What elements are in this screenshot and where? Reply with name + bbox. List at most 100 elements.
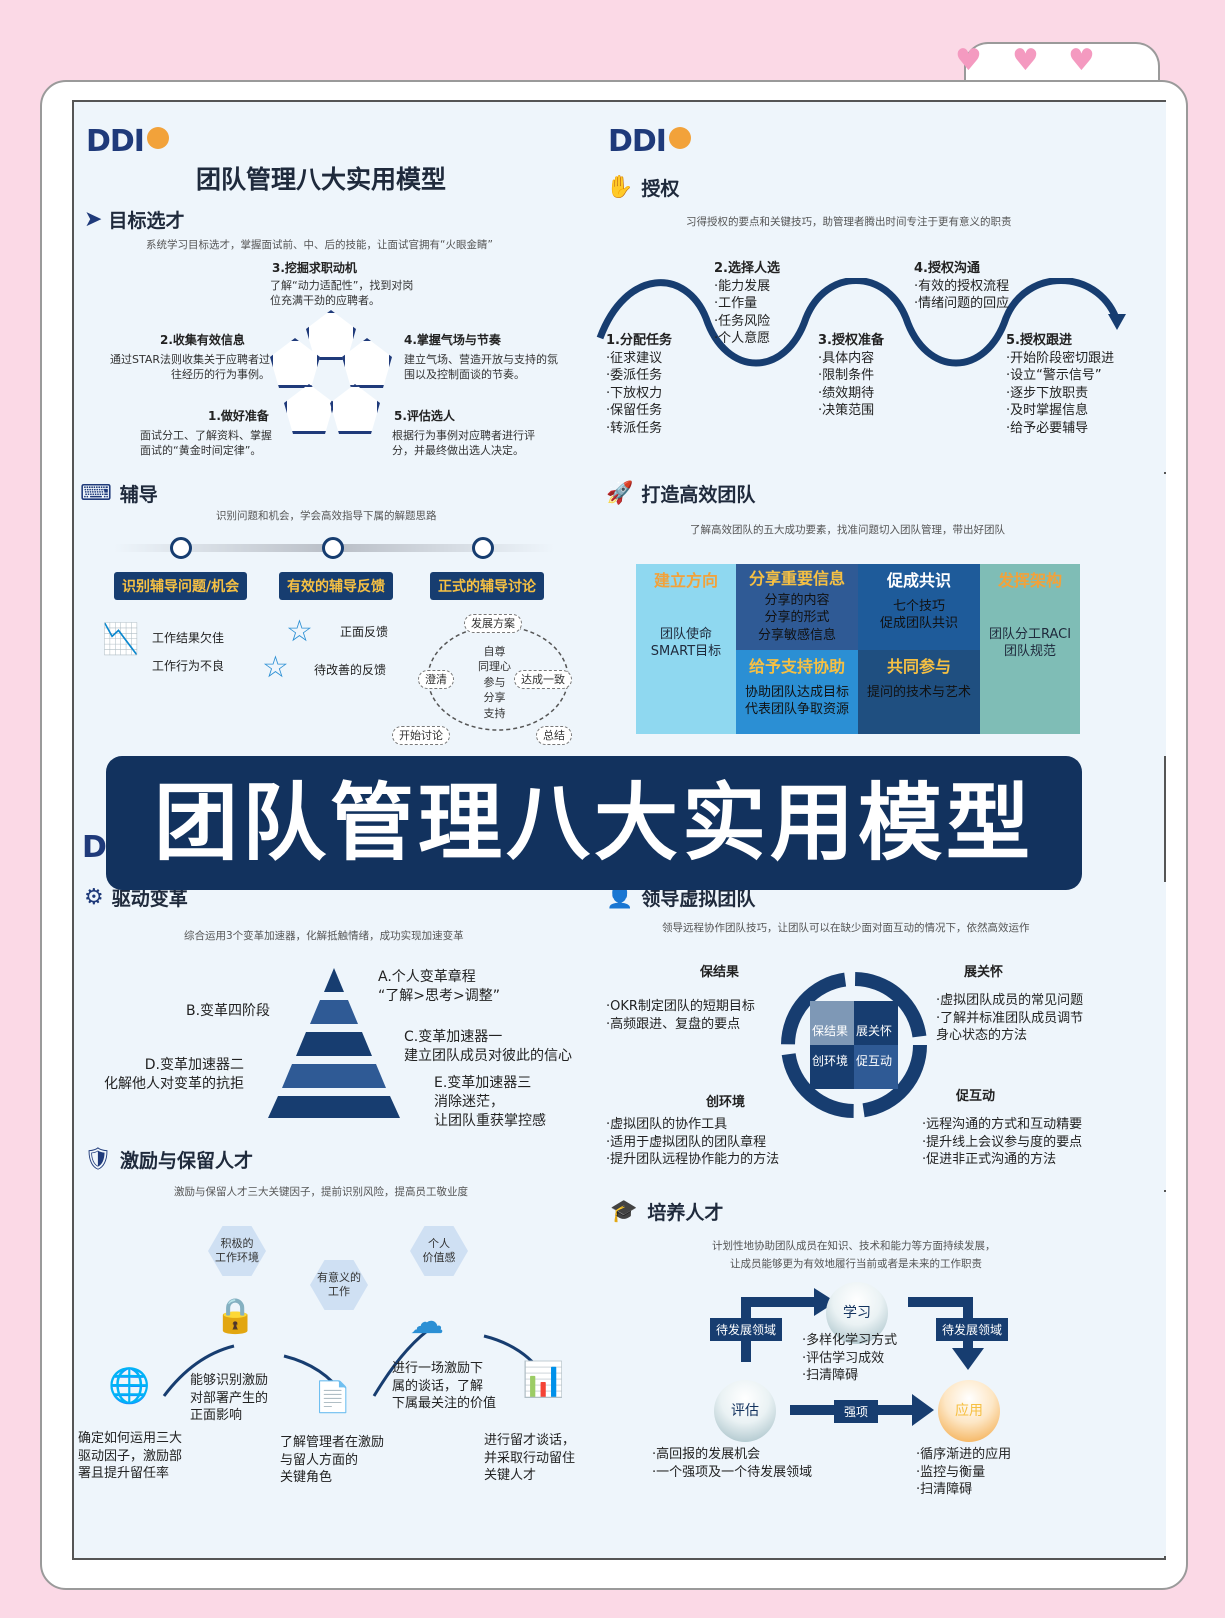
virtual-heading: 展关怀 bbox=[964, 965, 1004, 980]
timeline-node bbox=[170, 537, 192, 559]
quad-label: 促互动 bbox=[856, 1054, 893, 1068]
change-A: A.个人变革章程 “了解>思考>调整” bbox=[378, 969, 500, 1004]
assess-items: ·高回报的发展机会 ·一个强项及一个待发展领域 bbox=[652, 1447, 813, 1480]
main-title: 团队管理八大实用模型 bbox=[196, 165, 447, 194]
feedback-item: 正面反馈 bbox=[340, 625, 389, 639]
rocket-icon: 🚀 bbox=[606, 481, 634, 506]
step-desc: 建立气场、营造开放与支持的氛围以及控制面谈的节奏。 bbox=[404, 353, 558, 382]
panel-target-selection: DDI 团队管理八大实用模型 ➤ 目标选才 系统学习目标选才，掌握面试前、中、后… bbox=[74, 102, 594, 472]
panel-delegation: DDI ✋ 授权 习得授权的要点和关键技巧，助管理者腾出时间专注于更有意义的职责… bbox=[596, 102, 1166, 472]
cycle-node: 开始讨论 bbox=[392, 726, 450, 746]
section-title: 打造高效团队 bbox=[641, 484, 756, 506]
graduation-icon: 🎓 bbox=[610, 1199, 638, 1224]
delegate-step-4: 4.授权沟通 ·有效的授权流程·情绪问题的回应 bbox=[914, 261, 1010, 312]
develop-tag: 强项 bbox=[834, 1400, 879, 1423]
cycle-node: 澄清 bbox=[418, 670, 454, 690]
change-D: D.变革加速器二 化解他人对变革的抗拒 bbox=[104, 1057, 244, 1092]
step-desc: 通过STAR法则收集关于应聘者过往经历的行为事例。 bbox=[110, 353, 271, 382]
section-title: 辅导 bbox=[119, 484, 158, 506]
section-subtitle: 激励与保留人才三大关键因子，提前识别风险，提高员工敬业度 bbox=[174, 1186, 468, 1198]
quad-label: 保结果 bbox=[812, 1024, 849, 1038]
quad-label: 展关怀 bbox=[856, 1024, 893, 1038]
retain-step: 确定如何运用三大 驱动因子，激励部 署且提升留任率 bbox=[78, 1431, 183, 1482]
virtual-heading: 促互动 bbox=[956, 1089, 996, 1104]
panel-retain: 🛡 激励与保留人才 激励与保留人才三大关键因子，提前识别风险，提高员工敬业度 积… bbox=[74, 1136, 594, 1556]
retain-step: 进行留才谈话， 并采取行动留住 关键人才 bbox=[484, 1433, 576, 1484]
step-desc: 根据行为事例对应聘者进行评分，并最终做出选人决定。 bbox=[392, 429, 535, 458]
step-title: 1.做好准备 bbox=[208, 409, 269, 423]
timeline-node bbox=[322, 537, 344, 559]
section-title: 领导虚拟团队 bbox=[641, 888, 756, 910]
apply-items: ·循序渐进的应用 ·监控与衡量 ·扫清障碍 bbox=[916, 1447, 1012, 1498]
delegate-step-1: 1.分配任务 ·征求建议·委派任务·下放权力·保留任务·转派任务 bbox=[606, 333, 672, 436]
ddi-logo: DDI bbox=[608, 124, 691, 159]
section-subtitle: 识别问题和机会，学会高效指导下属的解题思路 bbox=[216, 510, 437, 522]
issue-item: 工作行为不良 bbox=[152, 659, 225, 673]
stage-pill: 有效的辅导反馈 bbox=[279, 572, 393, 600]
cycle-node: 达成一致 bbox=[514, 670, 572, 690]
step-title: 5.评估选人 bbox=[394, 409, 455, 423]
step-title: 3.挖掘求职动机 bbox=[272, 261, 357, 275]
cover-banner: 团队管理八大实用模型 bbox=[106, 756, 1082, 890]
pentagon-icon bbox=[330, 384, 380, 434]
change-pyramid bbox=[268, 968, 400, 1118]
section-title: 目标选才 bbox=[108, 210, 185, 232]
retain-step: 了解管理者在激励 与留人方面的 关键角色 bbox=[280, 1435, 385, 1486]
cloud-icon: ☁ bbox=[410, 1302, 444, 1342]
hand-icon: ✋ bbox=[606, 175, 634, 200]
step-title: 4.掌握气场与节奏 bbox=[404, 333, 501, 347]
cursor-icon: ➤ bbox=[84, 207, 103, 232]
heart-icon: ♥ bbox=[1068, 43, 1095, 78]
team-cell: 促成共识 七个技巧 促成团队共识 bbox=[858, 564, 980, 650]
team-cell: 共同参与 提问的技术与艺术 bbox=[858, 650, 980, 734]
driver-hex: 积极的 工作环境 bbox=[208, 1226, 266, 1276]
cycle-node: 总结 bbox=[536, 726, 572, 746]
cycle-center: 自尊 同理心 参与 分享 支持 bbox=[478, 645, 511, 720]
declining-chart-icon: 📉 bbox=[102, 622, 140, 657]
virtual-items: ·虚拟团队的协作工具 ·适用于虚拟团队的团队章程 ·提升团队远程协作能力的方法 bbox=[606, 1117, 780, 1168]
stage-pill: 识别辅导问题/机会 bbox=[114, 572, 248, 600]
step-title: 2.收集有效信息 bbox=[160, 333, 245, 347]
section-subtitle: 系统学习目标选才，掌握面试前、中、后的技能，让面试官拥有“火眼金睛” bbox=[146, 239, 493, 251]
shield-icon: 🛡 bbox=[84, 1147, 112, 1172]
panel-develop: 🎓 培养人才 计划性地协助团队成员在知识、技术和能力等方面持续发展， 让成员能够… bbox=[596, 1192, 1166, 1556]
apply-node: 应用 bbox=[938, 1380, 1000, 1442]
section-title: 授权 bbox=[641, 178, 680, 200]
star-icon: ☆ bbox=[262, 650, 289, 685]
section-title: 培养人才 bbox=[647, 1202, 724, 1224]
retain-step: 能够识别激励 对部署产生的 正面影响 bbox=[190, 1373, 269, 1424]
virtual-team-ring bbox=[781, 972, 927, 1118]
team-cell: 建立方向 团队使命 SMART目标 bbox=[636, 564, 736, 734]
panel-virtual-team: 👤 领导虚拟团队 领导远程协作团队技巧，让团队可以在缺少面对面互动的情况下，依然… bbox=[596, 882, 1166, 1190]
section-subtitle: 综合运用3个变革加速器，化解抵触情绪，成功实现加速变革 bbox=[184, 930, 464, 942]
develop-tag: 待发展领域 bbox=[936, 1318, 1009, 1341]
assess-node: 评估 bbox=[714, 1380, 776, 1442]
virtual-items: ·OKR制定团队的短期目标 ·高频跟进、复盘的要点 bbox=[606, 999, 755, 1032]
document-icon: 📄 bbox=[314, 1380, 352, 1415]
delegate-step-2: 2.选择人选 ·能力发展·工作量·任务风险·个人意愿 bbox=[714, 261, 780, 347]
panel-team: 🚀 打造高效团队 了解高效团队的五大成功要素，找准问题切入团队管理，带出好团队 … bbox=[596, 474, 1166, 756]
section-subtitle: 计划性地协助团队成员在知识、技术和能力等方面持续发展， bbox=[712, 1240, 996, 1252]
feedback-item: 待改善的反馈 bbox=[314, 663, 387, 677]
retain-step: 进行一场激励下 属的谈话，了解 下属最关注的价值 bbox=[392, 1361, 497, 1412]
change-E: E.变革加速器三 消除迷茫， 让团队重获掌控感 bbox=[434, 1075, 546, 1129]
cycle-node: 发展方案 bbox=[464, 614, 522, 634]
gears-icon: ⚙ bbox=[84, 885, 104, 910]
heart-icon: ♥ bbox=[1012, 43, 1039, 78]
step-desc: 了解“动力适配性”，找到对岗位充满干劲的应聘者。 bbox=[270, 279, 414, 308]
driver-hex: 有意义的 工作 bbox=[310, 1260, 368, 1310]
panel-coaching: ⌨ 辅导 识别问题和机会，学会高效指导下属的解题思路 识别辅导问题/机会 有效的… bbox=[74, 474, 594, 756]
section-subtitle: 领导远程协作团队技巧，让团队可以在缺少面对面互动的情况下，依然高效运作 bbox=[662, 922, 1030, 934]
team-cell: 发挥架构 团队分工RACI 团队规范 bbox=[980, 564, 1080, 734]
section-subtitle: 习得授权的要点和关键技巧，助管理者腾出时间专注于更有意义的职责 bbox=[686, 216, 1012, 228]
section-title: 驱动变革 bbox=[111, 888, 188, 910]
learn-items: ·多样化学习方式 ·评估学习成效 ·扫清障碍 bbox=[802, 1333, 898, 1384]
virtual-heading: 创环境 bbox=[706, 1095, 746, 1110]
heart-icon: ♥ bbox=[955, 43, 982, 78]
virtual-heading: 保结果 bbox=[700, 965, 740, 980]
delegate-step-5: 5.授权跟进 ·开始阶段密切跟进·设立“警示信号”·逐步下放职责·及时掌握信息·… bbox=[1006, 333, 1115, 436]
virtual-items: ·远程沟通的方式和互动精要 ·提升线上会议参与度的要点 ·促进非正式沟通的方法 bbox=[922, 1117, 1083, 1168]
retain-flow-arrows bbox=[162, 1324, 546, 1397]
driver-hex: 个人 价值感 bbox=[410, 1226, 468, 1276]
ddi-logo: DDI bbox=[86, 124, 169, 159]
